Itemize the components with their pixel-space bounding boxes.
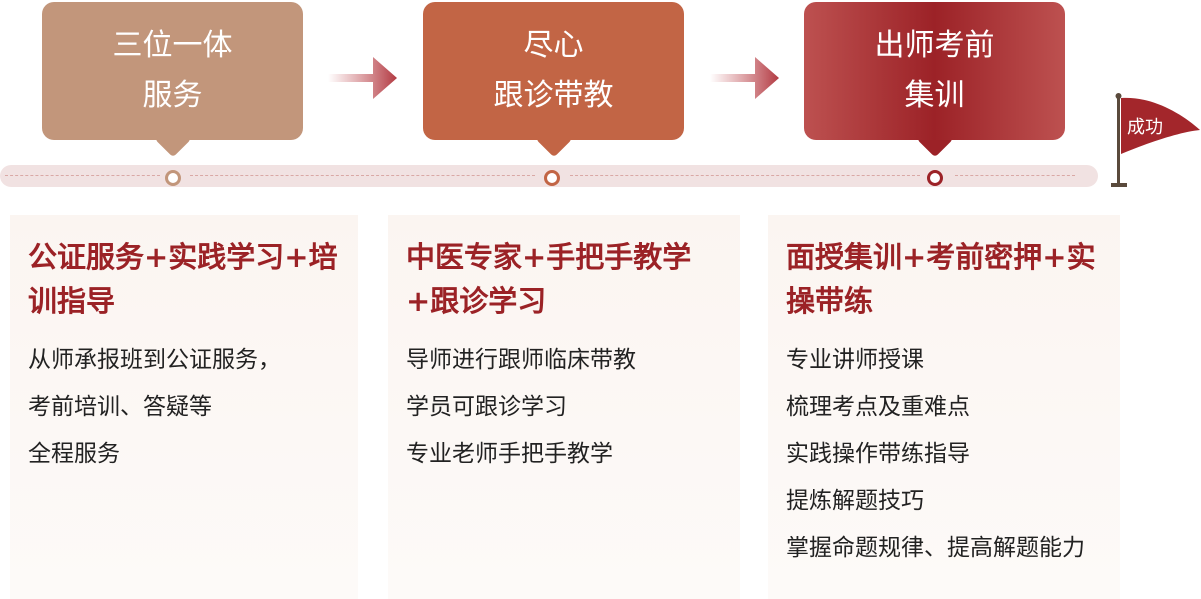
card-line: 掌握命题规律、提高解题能力: [786, 535, 1085, 561]
timeline-node: [544, 170, 560, 186]
timeline-node: [927, 170, 943, 186]
card-title: 面授集训+考前密押+实操带练: [786, 240, 1096, 318]
step-box-3: 出师考前集训: [804, 2, 1065, 140]
timeline-dash: [570, 175, 920, 176]
card-line: 从师承报班到公证服务，: [28, 347, 281, 373]
card-line: 专业老师手把手教学: [406, 441, 613, 467]
card-line: 全程服务: [28, 441, 120, 467]
flag-label: 成功: [1127, 117, 1163, 138]
step-title: 尽心: [523, 28, 584, 63]
card-line: 专业讲师授课: [786, 347, 924, 373]
timeline-dash: [190, 175, 535, 176]
card-3: 面授集训+考前密押+实操带练专业讲师授课梳理考点及重难点实践操作带练指导提炼解题…: [768, 215, 1120, 599]
success-flag: 成功: [1110, 92, 1201, 188]
card-line: 实践操作带练指导: [786, 441, 970, 467]
card-1: 公证服务+实践学习+培训指导从师承报班到公证服务， 考前培训、答疑等全程服务: [10, 215, 358, 599]
card-line: 导师进行跟师临床带教: [406, 347, 636, 373]
step-box-1: 三位一体服务: [42, 2, 303, 140]
step-title: 集训: [904, 78, 965, 113]
timeline-dash: [5, 175, 160, 176]
step-title: 跟诊带教: [493, 78, 614, 113]
step-title: 出师考前: [874, 28, 995, 63]
step-title: 三位一体: [112, 28, 233, 63]
flag-icon: [1111, 93, 1200, 187]
step-title: 服务: [142, 78, 203, 113]
card-line: 考前培训、答疑等: [28, 394, 212, 420]
timeline-dash: [955, 175, 1075, 176]
card-2: 中医专家+手把手教学+跟诊学习导师进行跟师临床带教学员可跟诊学习专业老师手把手教…: [388, 215, 740, 599]
card-line: 梳理考点及重难点: [786, 394, 970, 420]
arrow-right-icon: [328, 57, 397, 99]
card-title: 公证服务+实践学习+培训指导: [28, 240, 338, 318]
arrow-right-icon: [710, 57, 779, 99]
card-line: 提炼解题技巧: [786, 488, 924, 514]
step-box-2: 尽心跟诊带教: [423, 2, 684, 140]
timeline-node: [165, 170, 181, 186]
card-title: 中医专家+手把手教学+跟诊学习: [406, 240, 692, 318]
card-line: 学员可跟诊学习: [406, 394, 567, 420]
